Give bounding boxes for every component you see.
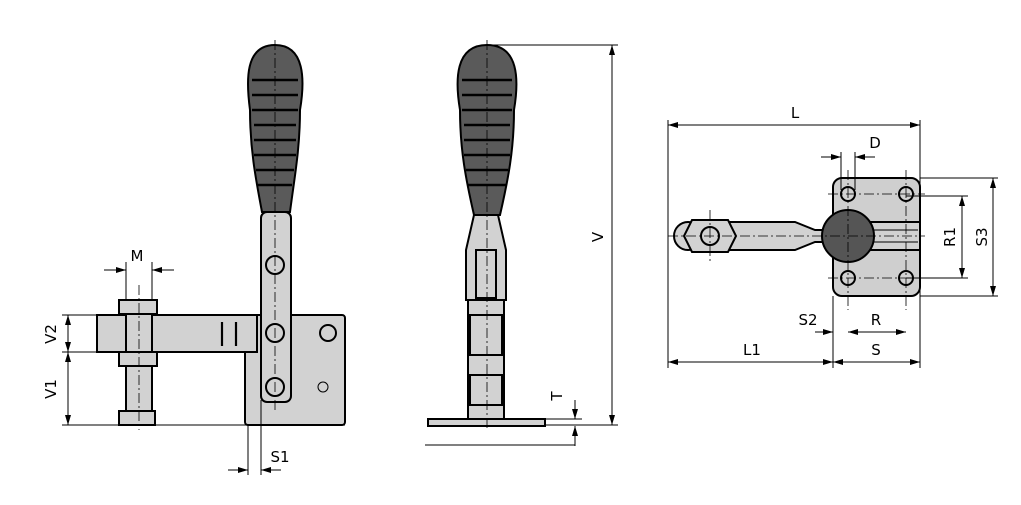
spindle-nut-top [118,299,158,315]
dim-label-s3: S3 [973,227,991,246]
dim-label-s1: S1 [270,448,289,466]
dim-label-s: S [871,341,881,359]
top-view: L D R1 S3 S2 R L1 S [667,104,998,368]
front-view: V2 V1 M S1 [42,40,346,475]
side-view: V T [425,40,618,446]
handle-lever [260,211,292,403]
dim-label-t: T [548,391,566,402]
spindle-foot [118,410,156,426]
dim-label-v2: V2 [42,324,60,344]
dim-label-r1: R1 [941,227,959,247]
dim-label-l: L [791,104,800,122]
dim-label-v: V [589,231,607,242]
base-plate [427,418,546,427]
dim-label-v1: V1 [42,379,60,399]
dim-label-d: D [869,134,881,152]
dim-label-l1: L1 [743,341,761,359]
dim-label-m: M [131,247,144,265]
spindle-nut-bottom [118,351,158,367]
dim-label-r: R [871,311,881,329]
dim-label-s2: S2 [798,311,817,329]
clamp-arm [96,314,258,353]
